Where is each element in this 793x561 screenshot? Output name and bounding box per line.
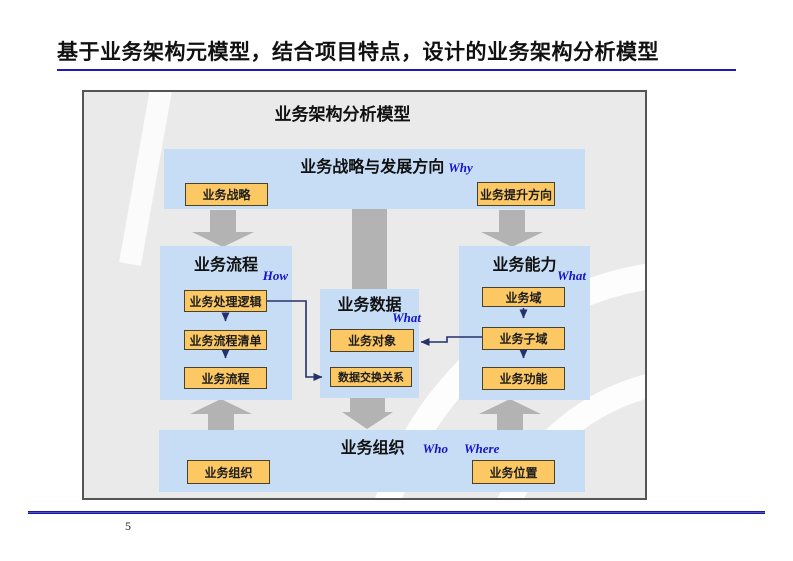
business-function-box: 业务功能 xyxy=(482,367,565,390)
business-object-box: 业务对象 xyxy=(330,329,414,352)
organization-header: 业务组织 Who Where xyxy=(207,434,633,458)
where-tag: Where xyxy=(463,441,500,456)
up-arrow-from-org-right xyxy=(479,399,541,430)
diagram-title: 业务架构分析模型 xyxy=(274,105,411,124)
page-number: 5 xyxy=(125,519,131,533)
organization-box: 业务组织 xyxy=(187,460,270,484)
strategy-header-text: 业务战略与发展方向 xyxy=(300,159,445,176)
organization-header-text: 业务组织 xyxy=(340,440,405,457)
process-section: 业务流程 How 业务处理逻辑 业务流程清单 业务流程 xyxy=(160,246,292,400)
organization-band: 业务组织 Who Where 业务组织 业务位置 xyxy=(159,430,585,492)
data-what-tag: What xyxy=(392,310,421,325)
strategy-box: 业务战略 xyxy=(185,183,268,206)
why-tag: Why xyxy=(448,160,473,175)
process-box: 业务流程 xyxy=(184,367,267,389)
process-list-box: 业务流程清单 xyxy=(184,330,267,350)
capability-what-tag: What xyxy=(557,268,586,283)
footer-rule xyxy=(28,511,765,514)
down-arrow-data-to-org xyxy=(342,398,393,429)
business-subdomain-box: 业务子域 xyxy=(482,327,565,350)
data-exchange-box: 数据交换关系 xyxy=(330,367,412,387)
how-tag: How xyxy=(262,268,288,283)
process-header: 业务流程 xyxy=(193,257,258,274)
who-tag: Who xyxy=(422,441,448,456)
down-arrow-to-capability xyxy=(481,210,543,247)
strategy-header: 业务战略与发展方向 Why xyxy=(176,153,597,177)
improvement-direction-box: 业务提升方向 xyxy=(477,182,555,206)
up-arrow-from-org-left xyxy=(190,399,252,430)
connector-bar-to-data xyxy=(352,209,387,289)
business-domain-box: 业务域 xyxy=(482,287,565,307)
data-section: 业务数据 What 业务对象 数据交换关系 xyxy=(320,289,421,398)
down-arrow-to-process xyxy=(192,210,254,247)
diagram-frame: 业务架构分析模型 业务战略与发展方向 Why 业务战略 业务提升方向 业务流程 … xyxy=(82,90,647,500)
location-box: 业务位置 xyxy=(472,460,555,484)
slide-title: 基于业务架构元模型，结合项目特点，设计的业务架构分析模型 xyxy=(57,40,659,64)
strategy-band: 业务战略与发展方向 Why 业务战略 业务提升方向 xyxy=(164,149,585,209)
process-logic-box: 业务处理逻辑 xyxy=(184,290,267,312)
title-underline xyxy=(57,69,736,71)
capability-section: 业务能力 What 业务域 业务子域 业务功能 xyxy=(459,246,590,400)
